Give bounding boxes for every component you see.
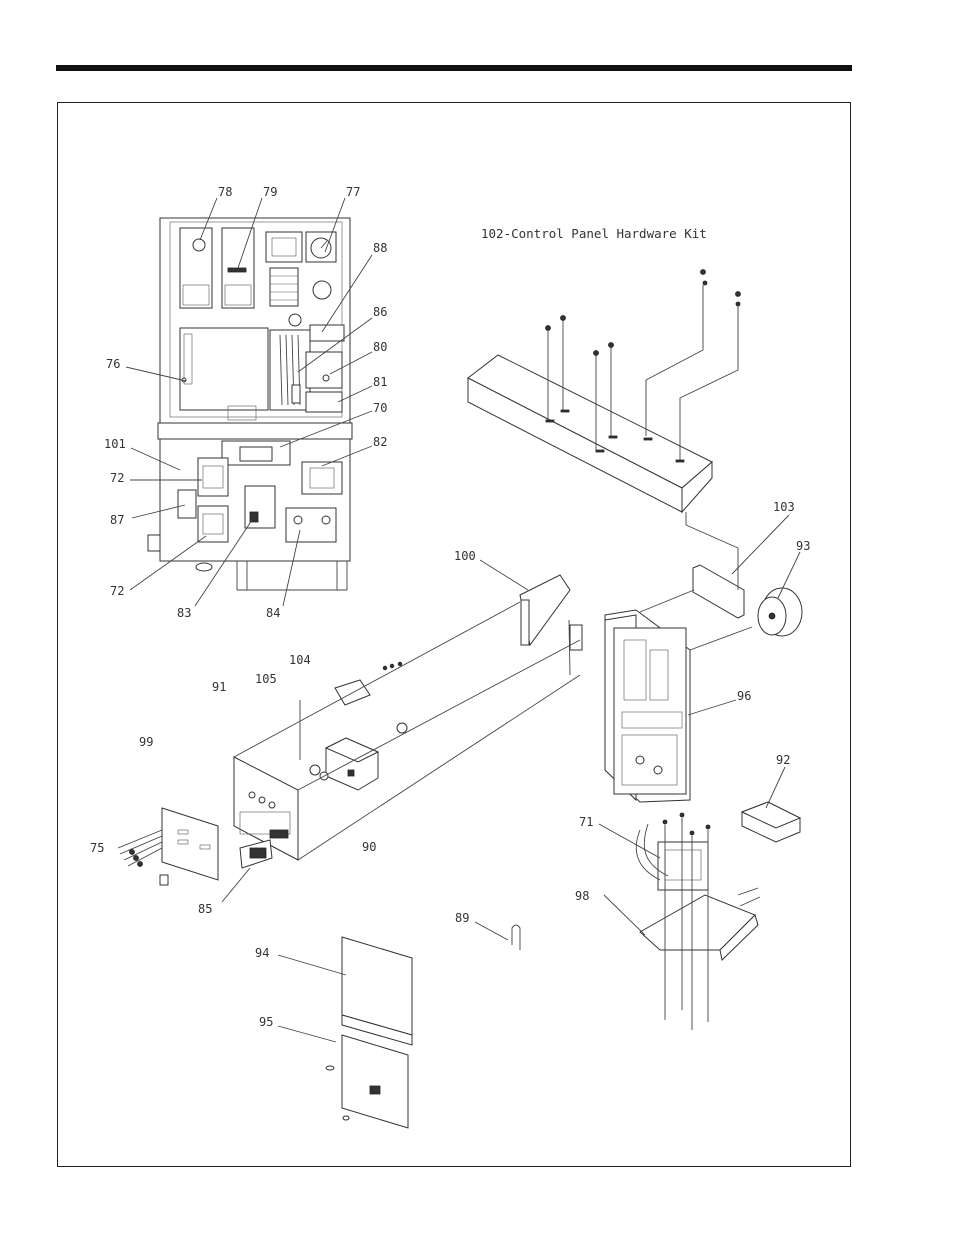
label-104: 104 <box>289 653 311 667</box>
label-71: 71 <box>579 815 593 829</box>
label-81: 81 <box>373 375 387 389</box>
label-89: 89 <box>455 911 469 925</box>
transformer-base <box>599 813 760 1030</box>
label-93: 93 <box>796 539 810 553</box>
hardware-kit-bracket <box>468 270 741 513</box>
label-98: 98 <box>575 889 589 903</box>
hardware-kit-title: 102-Control Panel Hardware Kit <box>481 226 707 241</box>
control-box <box>605 590 752 802</box>
label-88: 88 <box>373 241 387 255</box>
label-91: 91 <box>212 680 226 694</box>
label-105: 105 <box>255 672 277 686</box>
label-76: 76 <box>106 357 120 371</box>
label-101: 101 <box>104 437 126 451</box>
label-80: 80 <box>373 340 387 354</box>
label-78: 78 <box>218 185 232 199</box>
label-72-upper: 72 <box>110 471 124 485</box>
label-86: 86 <box>373 305 387 319</box>
control-panel-assembly <box>148 218 352 590</box>
doors <box>278 937 412 1128</box>
label-96: 96 <box>737 689 751 703</box>
label-92: 92 <box>776 753 790 767</box>
clip-part <box>475 922 520 950</box>
label-95: 95 <box>259 1015 273 1029</box>
label-79: 79 <box>263 185 277 199</box>
label-82: 82 <box>373 435 387 449</box>
label-87: 87 <box>110 513 124 527</box>
motor-part <box>758 552 802 636</box>
label-72-lower: 72 <box>110 584 124 598</box>
label-77: 77 <box>346 185 360 199</box>
small-cover <box>742 767 800 842</box>
label-75: 75 <box>90 841 104 855</box>
label-99: 99 <box>139 735 153 749</box>
label-103: 103 <box>773 500 795 514</box>
label-90: 90 <box>362 840 376 854</box>
label-83: 83 <box>177 606 191 620</box>
label-100: 100 <box>454 549 476 563</box>
label-85: 85 <box>198 902 212 916</box>
label-84: 84 <box>266 606 280 620</box>
label-94: 94 <box>255 946 269 960</box>
hinge-bracket <box>480 560 582 675</box>
label-70: 70 <box>373 401 387 415</box>
